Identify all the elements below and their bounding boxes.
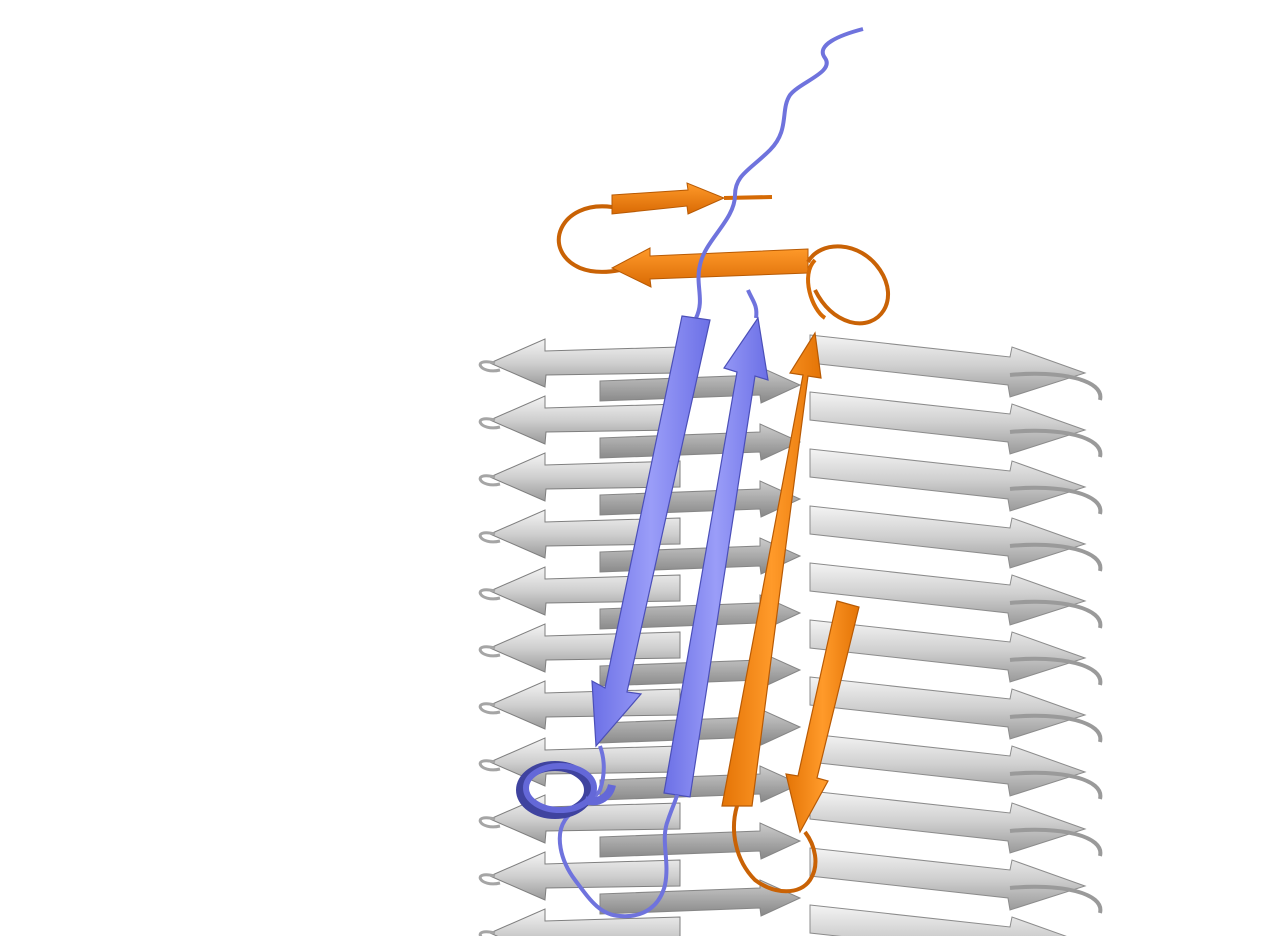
fibril-layer xyxy=(478,619,1103,689)
chain-b-strand-2 xyxy=(785,600,860,834)
chain-a-strand-2 xyxy=(663,316,769,798)
fibril-layer xyxy=(478,904,1067,936)
fibril-core xyxy=(478,334,1103,936)
fibril-layer xyxy=(478,676,1103,746)
fibril-layer xyxy=(478,391,1103,461)
chain-a-strand-1 xyxy=(591,315,711,748)
chain-b-top-hairpin xyxy=(556,182,891,326)
chain-a-bottom-coil xyxy=(557,745,679,919)
chain-b-bottom-loop xyxy=(732,805,818,894)
chain-b-strand-1 xyxy=(721,331,822,807)
chain-a-coil-top xyxy=(694,27,864,319)
fibril-layer xyxy=(478,790,1103,860)
chain-a-coil-top-2 xyxy=(746,289,759,319)
chain-a-helix xyxy=(516,761,616,819)
fibril-layer xyxy=(478,847,1103,917)
fibril-layer xyxy=(478,334,1103,404)
fibril-layer xyxy=(478,562,1103,632)
